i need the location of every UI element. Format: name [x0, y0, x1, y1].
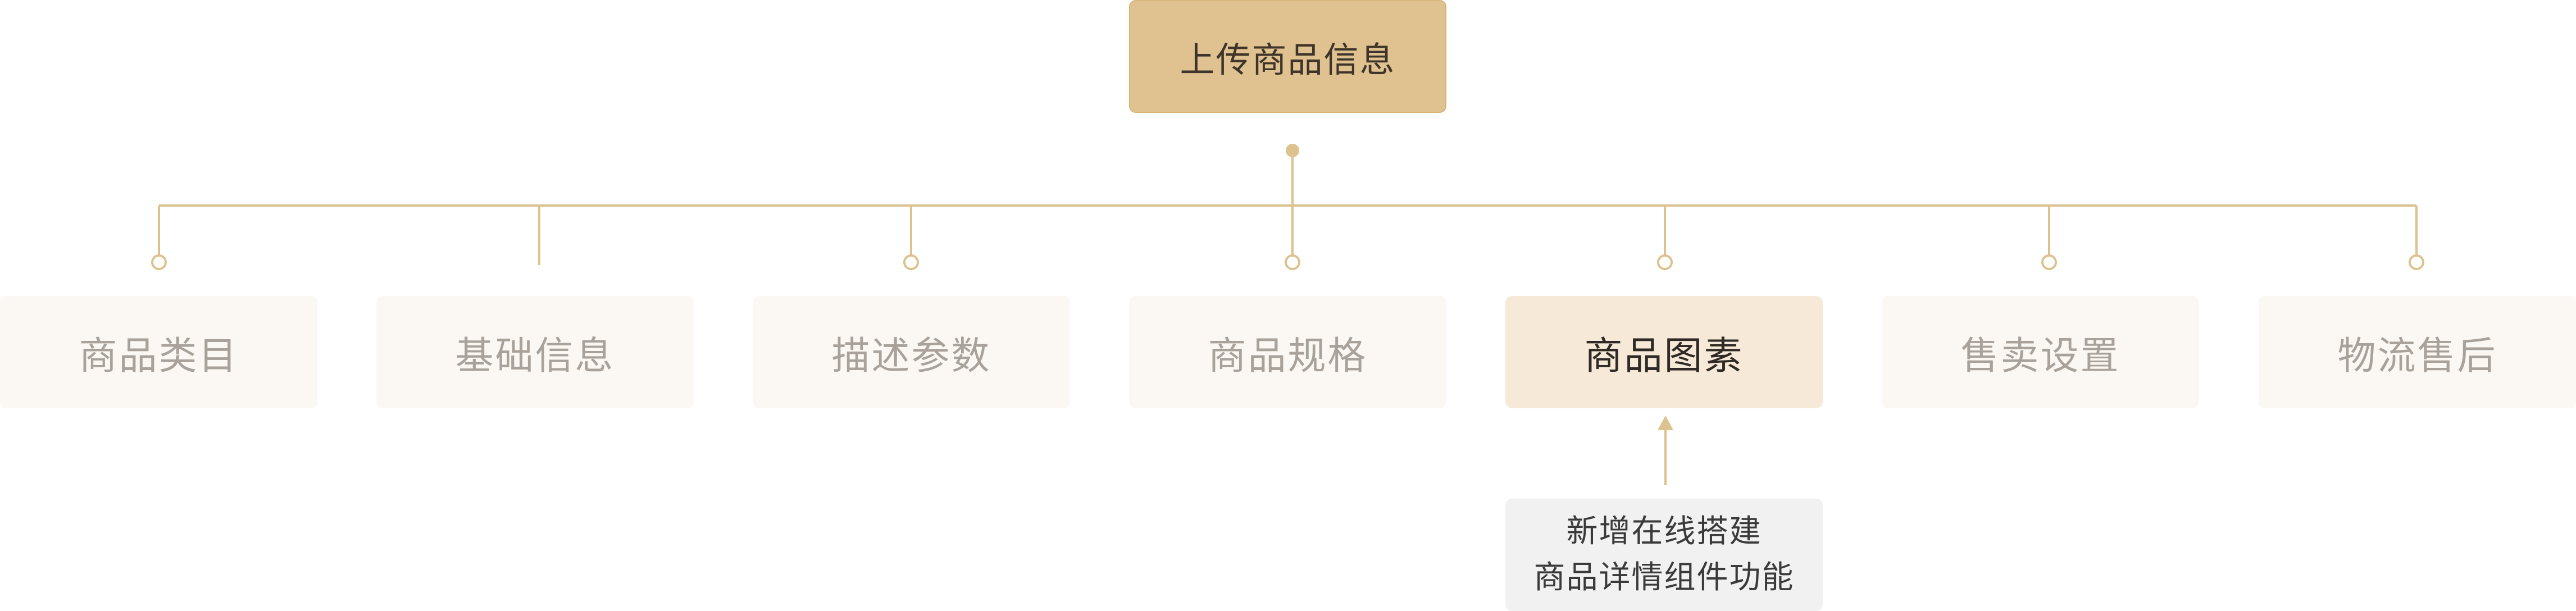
drop-ring-5	[1657, 254, 1673, 270]
step-basic-info-label: 基础信息	[455, 334, 615, 379]
step-specs: 商品规格	[1129, 296, 1446, 408]
root-junction-dot	[1286, 144, 1299, 157]
step-category-label: 商品类目	[79, 334, 239, 379]
drop-ring-6	[2041, 254, 2057, 270]
step-specs-label: 商品规格	[1208, 334, 1368, 379]
feature-note-line-2: 商品详情组件功能	[1533, 559, 1795, 596]
step-images-label: 商品图素	[1584, 334, 1744, 379]
step-logistics-label: 物流售后	[2337, 334, 2497, 379]
note-arrow-head	[1658, 416, 1673, 430]
step-description-params: 描述参数	[753, 296, 1070, 408]
drop-ring-7	[2409, 254, 2424, 270]
drop-ring-1	[151, 254, 167, 270]
drop-ring-4	[1285, 254, 1300, 270]
step-logistics: 物流售后	[2259, 296, 2576, 408]
feature-note-line-1: 新增在线搭建	[1566, 513, 1762, 550]
drop-ring-3	[903, 254, 919, 270]
root-label: 上传商品信息	[1180, 39, 1396, 80]
root-node: 上传商品信息	[1129, 0, 1446, 113]
feature-note: 新增在线搭建 商品详情组件功能	[1505, 499, 1823, 611]
step-category: 商品类目	[0, 296, 317, 408]
step-basic-info: 基础信息	[376, 296, 694, 408]
step-description-params-label: 描述参数	[831, 334, 991, 379]
step-images: 商品图素	[1505, 296, 1823, 408]
step-sale-settings: 售卖设置	[1882, 296, 2199, 408]
step-sale-settings-label: 售卖设置	[1960, 334, 2120, 379]
